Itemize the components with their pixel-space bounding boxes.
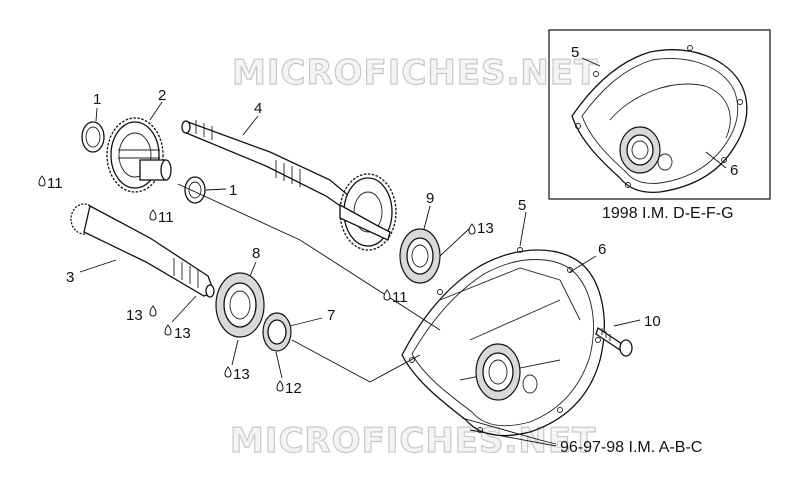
callout-6-main: 6 (598, 241, 606, 258)
callout-13-bearing8: 13 (233, 366, 250, 383)
callout-1-top: 1 (93, 91, 101, 108)
inset-cover-drawing (571, 45, 748, 194)
seal-7 (262, 312, 292, 352)
drop-icon (38, 175, 46, 187)
drop-icon (383, 289, 391, 301)
callout-1-mid: 1 (229, 182, 237, 199)
main-caption: 96-97-98 I.M. A-B-C (560, 439, 702, 456)
callout-13-bearing9: 13 (477, 220, 494, 237)
cover-5-6 (401, 247, 605, 437)
callout-7: 7 (327, 307, 335, 324)
callout-2: 2 (158, 87, 166, 104)
bolt-10 (595, 326, 633, 357)
callout-10: 10 (644, 313, 661, 330)
drop-icon (468, 223, 476, 235)
leader-6-inset (705, 151, 727, 169)
shaft-4 (181, 120, 397, 251)
washer-1-mid (184, 176, 206, 204)
callout-3: 3 (66, 269, 74, 286)
watermark-top: MICROFICHES.NET (232, 53, 598, 93)
callout-9: 9 (426, 190, 434, 207)
bearing-8 (215, 272, 265, 338)
callout-6-inset: 6 (730, 162, 738, 179)
bearing-9 (399, 228, 441, 284)
callout-5-inset: 5 (571, 44, 579, 61)
callout-12: 12 (285, 380, 302, 397)
callout-11-right: 11 (392, 289, 408, 306)
callout-13-shaft3: 13 (126, 307, 143, 324)
inset-frame (548, 29, 771, 200)
callout-4: 4 (254, 100, 262, 117)
drop-icon (276, 380, 284, 392)
drop-icon (224, 366, 232, 378)
drop-icon (149, 305, 157, 317)
callout-11-center: 11 (158, 209, 174, 226)
callout-11-left: 11 (47, 175, 63, 192)
callout-8: 8 (252, 245, 260, 262)
callout-5-main: 5 (518, 197, 526, 214)
leader-5-inset (581, 57, 601, 67)
inset-caption: 1998 I.M. D-E-F-G (602, 205, 734, 222)
callout-13-lower: 13 (174, 325, 191, 342)
drop-icon (164, 324, 172, 336)
watermark-bottom: MICROFICHES.NET (230, 421, 596, 461)
washer-1-top (81, 121, 105, 153)
gear-2 (106, 117, 172, 193)
pinion-shaft-3 (70, 203, 215, 298)
drop-icon (149, 209, 157, 221)
